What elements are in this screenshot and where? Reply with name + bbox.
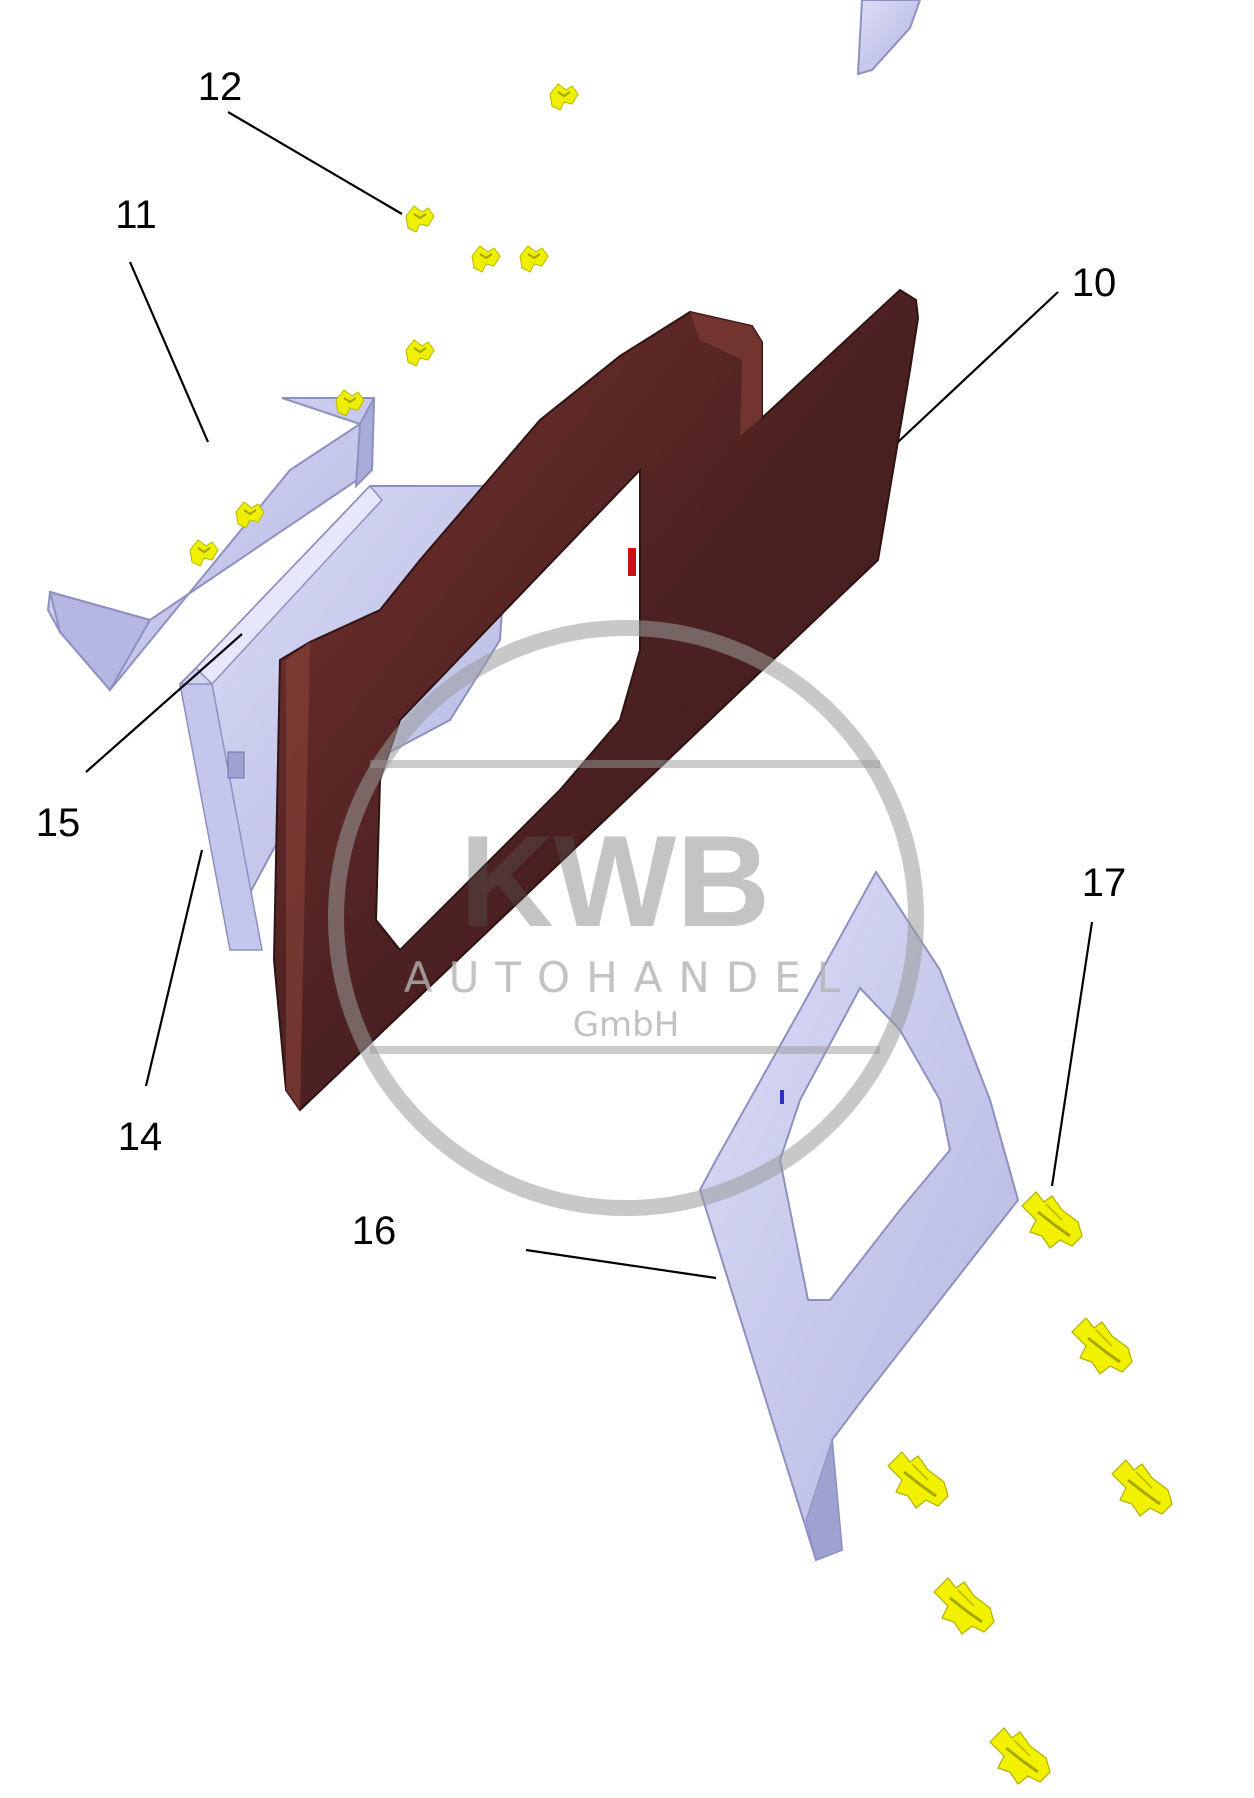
leader-15 — [85, 633, 243, 773]
top-partial-part — [856, 0, 922, 76]
part-16-bezel — [698, 870, 1020, 1562]
callout-17: 17 — [1082, 861, 1127, 905]
leader-14 — [144, 849, 204, 1087]
callout-10: 10 — [1072, 261, 1117, 305]
callout-15: 15 — [36, 801, 81, 845]
watermark: KWB AUTOHANDEL GmbH — [328, 620, 924, 1216]
callout-16: 16 — [352, 1209, 397, 1253]
callout-labels: 12 11 10 15 14 16 17 — [36, 65, 1127, 1253]
watermark-line1: AUTOHANDEL — [404, 953, 856, 1002]
leader-10 — [897, 291, 1059, 443]
leader-16 — [525, 1248, 717, 1280]
leader-17 — [1050, 921, 1094, 1187]
callout-11: 11 — [115, 193, 157, 237]
leader-11 — [128, 261, 210, 443]
part-11-cover — [46, 397, 376, 692]
leader-lines — [85, 111, 1094, 1280]
leader-12 — [227, 111, 403, 215]
callout-14: 14 — [118, 1115, 163, 1159]
watermark-line2: GmbH — [573, 1005, 680, 1045]
callout-12: 12 — [198, 65, 243, 109]
watermark-logo: KWB — [460, 808, 770, 954]
